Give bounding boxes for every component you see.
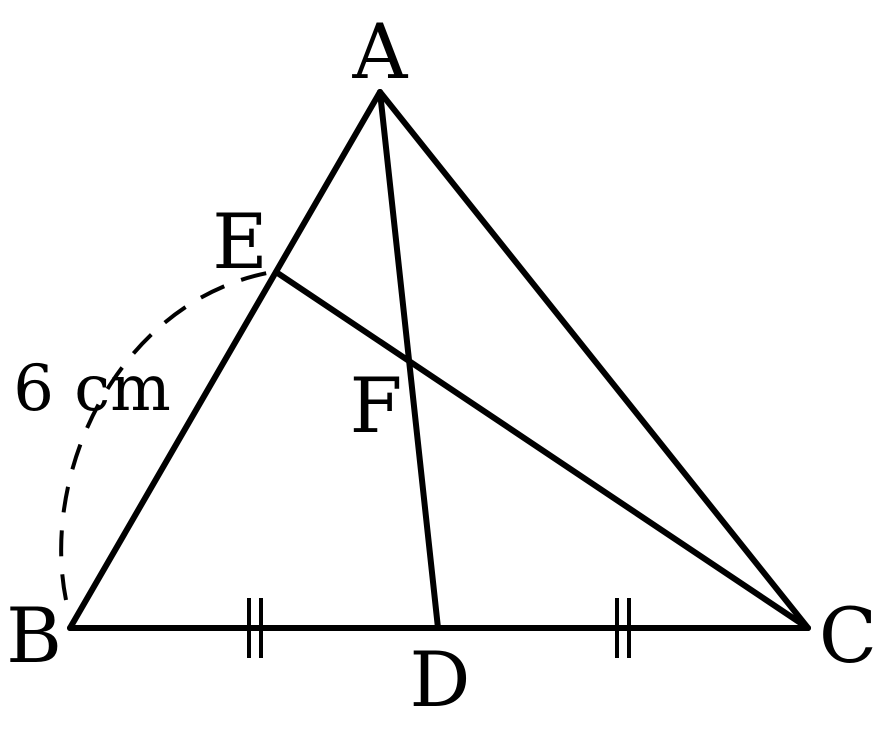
label-e: E: [212, 197, 267, 286]
label-f: F: [350, 361, 403, 450]
tick-bd: [247, 598, 263, 658]
side-ca: [377, 89, 811, 631]
measure-label: 6 cm: [13, 352, 171, 426]
label-a: A: [352, 7, 409, 96]
arc-be: [59, 270, 273, 601]
label-b: B: [6, 591, 62, 680]
label-d: D: [410, 635, 471, 724]
segment-ec: [273, 269, 811, 631]
side-ab: [67, 89, 383, 631]
tick-dc: [615, 598, 631, 658]
label-c: C: [819, 591, 877, 680]
